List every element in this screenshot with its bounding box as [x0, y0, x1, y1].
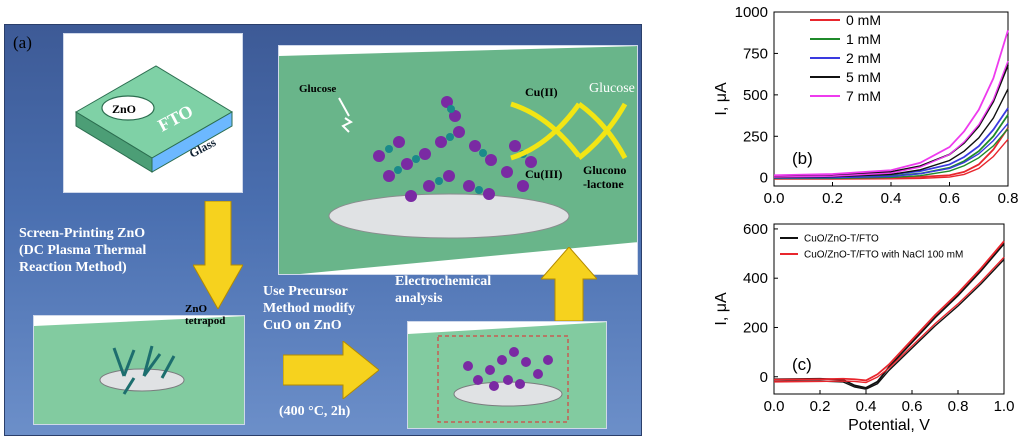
series-return-line [773, 60, 1009, 178]
y-tick-label: 1000 [735, 4, 768, 21]
y-tick-label: 750 [743, 45, 768, 62]
series-return-line [774, 138, 1009, 180]
panel-a-label: (a) [13, 33, 32, 52]
x-tick-label: 0.6 [939, 190, 960, 207]
x-axis-label: Potential, V [848, 417, 930, 434]
down-arrow-icon [193, 201, 243, 309]
zno-tetrapod-illustration [34, 316, 244, 424]
series-return-line [773, 122, 1009, 179]
x-tick-label: 0.2 [810, 398, 831, 415]
fto-glass-box: ZnO FTO Glass [63, 33, 243, 193]
glucose-big-label: Glucose [589, 81, 635, 96]
series-line [773, 29, 1009, 177]
cuo-zno-illustration [408, 322, 606, 428]
mechanism-box: Glucose Cu(II) Cu(III) Glucose Glucono-l… [278, 45, 638, 275]
series-return-line [774, 128, 1009, 180]
panel-label: (b) [792, 149, 813, 168]
y-tick-label: 0 [760, 170, 768, 187]
up-arrow-icon [541, 247, 597, 321]
glucono-label: Glucono-lactone [583, 163, 626, 191]
tetrapod-label: ZnO tetrapod [185, 303, 226, 327]
legend-label: 0 mM [846, 12, 881, 28]
step2-precursor: Use Precursor Method modify CuO on ZnO [263, 284, 356, 333]
y-tick-label: 0 [760, 369, 768, 386]
chart-c-nacl-cv: 0.0 0.2 0.4 0.6 0.8 1.0 0 200 400 600 I, μA Potenti… [713, 221, 1015, 434]
right-arrow-icon [283, 341, 379, 399]
x-tick-label: 0.4 [856, 398, 877, 415]
chart-b-glucose-cv: 0.0 0.2 0.4 0.6 0.8 0 250 500 750 1000 I, μA (b) 0 m… [713, 4, 1018, 207]
legend-label: 2 mM [846, 50, 881, 66]
legend-label: 1 mM [846, 31, 881, 47]
y-axis-label: I, μA [713, 82, 730, 116]
fto-substrate-illustration: ZnO FTO Glass [75, 65, 233, 173]
cu2-label: Cu(II) [525, 85, 558, 99]
x-tick-label: 0.2 [822, 190, 843, 207]
x-tick-label: 0.0 [764, 190, 785, 207]
series-line [773, 240, 1005, 382]
x-tick-label: 1.0 [994, 398, 1015, 415]
mechanism-illustration: Glucose Cu(II) Cu(III) Glucose Glucono-l… [279, 46, 637, 274]
y-tick-label: 250 [743, 128, 768, 145]
series-return-line [773, 88, 1009, 179]
series-return-line [773, 256, 1005, 384]
legend-label: CuO/ZnO-T/FTO with NaCl 100 mM [804, 250, 963, 261]
y-tick-label: 500 [743, 87, 768, 104]
y-tick-label: 600 [743, 221, 768, 238]
cu3-label: Cu(III) [525, 167, 562, 181]
step2-conditions: (400 °C, 2h) [279, 404, 351, 419]
y-tick-label: 400 [743, 270, 768, 287]
x-tick-label: 0.6 [902, 398, 923, 415]
x-tick-label: 0.8 [948, 398, 969, 415]
step3-electrochem: Electrochemical analysis [395, 274, 492, 306]
legend-label: 5 mM [846, 69, 881, 85]
legend-label: CuO/ZnO-T/FTO [804, 234, 879, 245]
zno-label: ZnO [112, 102, 136, 116]
y-axis-label: I, μA [713, 292, 730, 326]
schematic-panel-a: (a) ZnO FTO Glass [4, 24, 642, 436]
x-tick-label: 0.4 [881, 190, 902, 207]
cuo-zno-box [407, 321, 607, 429]
panel-label: (c) [792, 355, 812, 374]
glucose-small-label: Glucose [299, 83, 336, 95]
step1-screen-printing: Screen-Printing ZnO (DC Plasma Thermal R… [19, 226, 147, 275]
tetrapod-box [33, 315, 245, 425]
x-tick-label: 0.0 [764, 398, 785, 415]
x-tick-label: 0.8 [998, 190, 1018, 207]
legend-label: 7 mM [846, 88, 881, 104]
y-tick-label: 200 [743, 319, 768, 336]
